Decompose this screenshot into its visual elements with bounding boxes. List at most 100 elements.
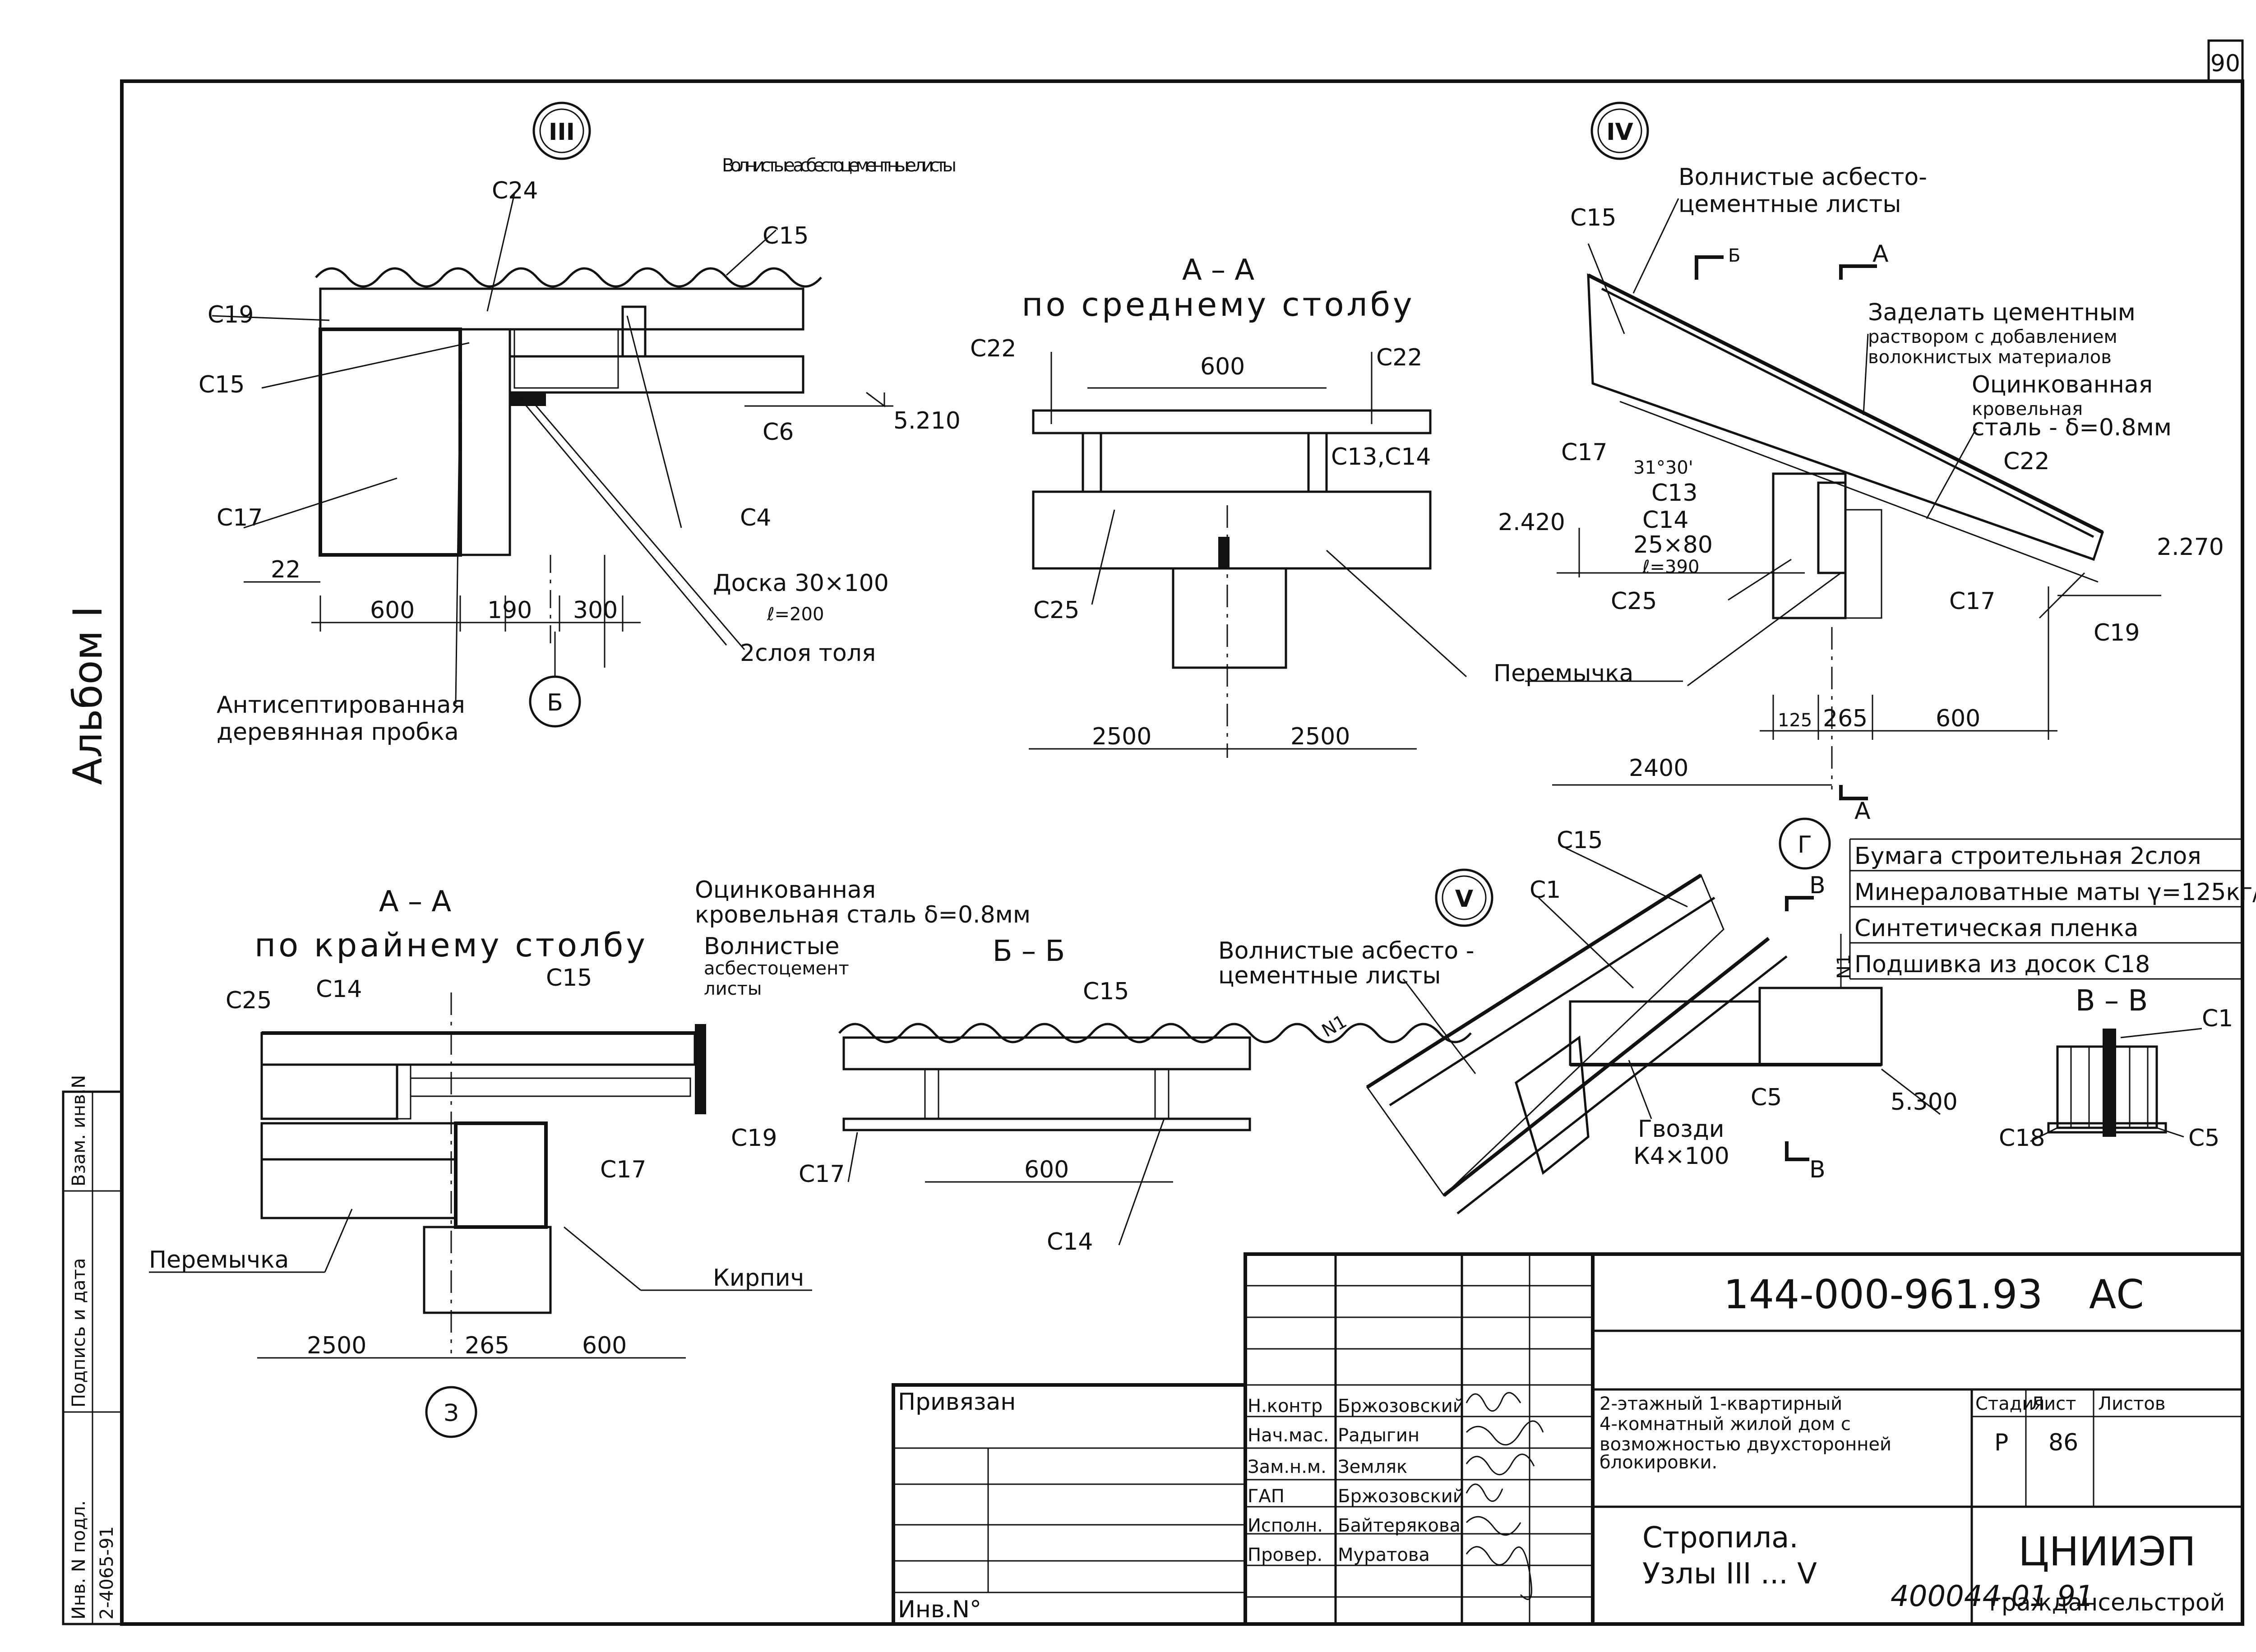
node-v-n1-right: N1 (1834, 954, 1854, 979)
section-aa-edge-axis: З (444, 1400, 458, 1427)
project-line-3: возможностью двухсторонней (1600, 1434, 1891, 1455)
node-v-c15: С15 (1557, 827, 1603, 854)
node-v-wavy-2: цементные листы (1218, 962, 1441, 989)
sheet-title-1: Стропила. (1642, 1521, 1798, 1555)
node-iv-dim-265: 265 (1823, 705, 1868, 732)
project-line-4: блокировки. (1600, 1452, 1717, 1473)
role-2: Нач.мас. (1248, 1425, 1329, 1446)
section-aa-edge-wavy-1: Волнистые (704, 933, 839, 960)
left-stamp (62, 1090, 123, 1625)
node-iv-angle: 31°30' (1633, 457, 1693, 478)
layer-1: Бумага строительная 2слоя (1854, 843, 2201, 870)
stage-label: Стадия (1975, 1394, 2044, 1414)
node-v-c5: С5 (1751, 1084, 1782, 1111)
node-iv-c15: С15 (1570, 204, 1616, 231)
node-iv-wavy-1: Волнистые асбесто- (1678, 164, 1927, 191)
sheet-title-2: Узлы III ... V (1642, 1557, 1817, 1591)
node-v-wavy-1: Волнистые асбесто - (1218, 937, 1474, 964)
node-iii-dim-22: 22 (271, 556, 300, 583)
section-aa-middle-c22-left: С22 (970, 335, 1016, 362)
org-line-1: ЦНИИЭП (2018, 1528, 2196, 1575)
node-iii-label-c15-top: С15 (763, 222, 809, 249)
node-iv-lintel: Перемычка (1493, 660, 1633, 687)
node-iv-steel-1: Оцинкованная (1972, 371, 2153, 398)
section-aa-edge-c14: С14 (316, 976, 362, 1003)
page-number: 90 (2210, 50, 2240, 77)
node-iii-label-wavy-sheets: Волнистые асбестоцементные листы (722, 155, 957, 176)
node-v-nails: Гвозди (1638, 1116, 1724, 1143)
node-iv-dim-125: 125 (1778, 710, 1812, 731)
name-6: Муратова (1338, 1545, 1430, 1565)
section-aa-middle-dim-2500-right: 2500 (1290, 723, 1350, 750)
section-aa-edge-wavy-2: асбестоцемент (704, 958, 849, 979)
node-iii-dim-300: 300 (573, 597, 618, 624)
node-iv-cut-b: Б (1728, 245, 1740, 266)
role-6: Провер. (1248, 1545, 1322, 1565)
node-v-cut-v-top: В (1809, 872, 1826, 899)
section-aa-edge-dim-265: 265 (465, 1332, 509, 1359)
node-iii-axis-b: Б (547, 689, 563, 716)
node-iv-level-right: 2.270 (2157, 534, 2224, 561)
section-aa-middle-dim-2500-left: 2500 (1092, 723, 1151, 750)
node-iii-label-board: Доска 30×100 (713, 570, 889, 597)
section-bb-c17: С17 (799, 1161, 845, 1188)
node-iv-c22: С22 (2003, 448, 2049, 475)
node-iv-c14: С14 (1642, 507, 1688, 534)
section-aa-middle-dim-600: 600 (1200, 353, 1245, 380)
sheet-label: Лист (2030, 1394, 2076, 1414)
name-1: Бржозовский (1338, 1396, 1465, 1417)
section-aa-edge-c15: С15 (546, 964, 592, 992)
name-5: Байтерякова (1338, 1515, 1461, 1536)
node-iv-drawing (1525, 102, 2161, 870)
node-iv-level-left: 2.420 (1498, 509, 1565, 536)
section-aa-edge-steel-1: Оцинкованная (695, 877, 876, 904)
section-bb-drawing (838, 1023, 1472, 1246)
node-iii-marker: III (549, 119, 575, 146)
section-aa-edge-lintel: Перемычка (149, 1246, 289, 1274)
node-iii-label-c4: С4 (740, 504, 771, 531)
role-5: Исполн. (1248, 1515, 1323, 1536)
node-iv-c25: С25 (1611, 588, 1657, 615)
project-line-1: 2-этажный 1-квартирный (1600, 1394, 1842, 1414)
name-4: Бржозовский (1338, 1486, 1465, 1507)
node-iv-dim-2400: 2400 (1629, 755, 1688, 782)
section-aa-middle-subtitle: по среднему столбу (1022, 286, 1415, 323)
node-iv-steel-3: сталь - δ=0.8мм (1972, 414, 2172, 441)
node-iv-dim-600: 600 (1936, 705, 1980, 732)
node-iv-seal-3: волокнистых материалов (1868, 347, 2112, 368)
node-v-marker: V (1455, 886, 1473, 913)
node-iv-bolt-len: ℓ=390 (1642, 557, 1699, 577)
node-iv-bolt: 25×80 (1633, 531, 1713, 558)
node-iii-level: 5.210 (893, 407, 961, 434)
node-iii-label-plug-2: деревянная пробка (217, 719, 459, 746)
node-iv-cut-a: А (1872, 240, 1889, 268)
role-4: ГАП (1248, 1486, 1285, 1507)
name-3: Земляк (1338, 1457, 1407, 1477)
title-block (892, 1252, 2244, 1626)
section-vv-c5: С5 (2188, 1125, 2219, 1152)
node-iii-dim-190: 190 (487, 597, 532, 624)
inv-no-label: Инв.N° (898, 1596, 981, 1623)
layer-3: Синтетическая пленка (1854, 915, 2138, 942)
node-iii-drawing (212, 102, 893, 728)
section-aa-edge-dim-2500: 2500 (307, 1332, 366, 1359)
role-1: Н.контр (1248, 1396, 1322, 1417)
inv-orig-value: 2-4065-91 (97, 1526, 117, 1620)
node-iv-c13: С13 (1651, 480, 1697, 507)
node-v-layers-table (1849, 838, 2242, 980)
node-v-nails-size: К4×100 (1633, 1143, 1729, 1170)
node-iv-cut-a2: А (1854, 798, 1871, 825)
sheets-label: Листов (2098, 1394, 2165, 1414)
node-v-level: 5.300 (1891, 1089, 1958, 1116)
node-iv-seal-2: раствором с добавлением (1868, 327, 2117, 347)
section-aa-edge-wavy-3: листы (704, 978, 762, 999)
section-bb-title: Б – Б (993, 935, 1065, 968)
org-line-2: граждансельстрой (1989, 1589, 2225, 1616)
doc-mark: АС (2089, 1271, 2144, 1318)
node-iv-steel-2: кровельная (1972, 399, 2083, 420)
section-aa-edge-c19: С19 (731, 1125, 777, 1152)
bound-label: Привязан (898, 1389, 1016, 1416)
node-iv-c17-top: С17 (1561, 439, 1607, 466)
node-iv-marker: IV (1606, 119, 1633, 146)
